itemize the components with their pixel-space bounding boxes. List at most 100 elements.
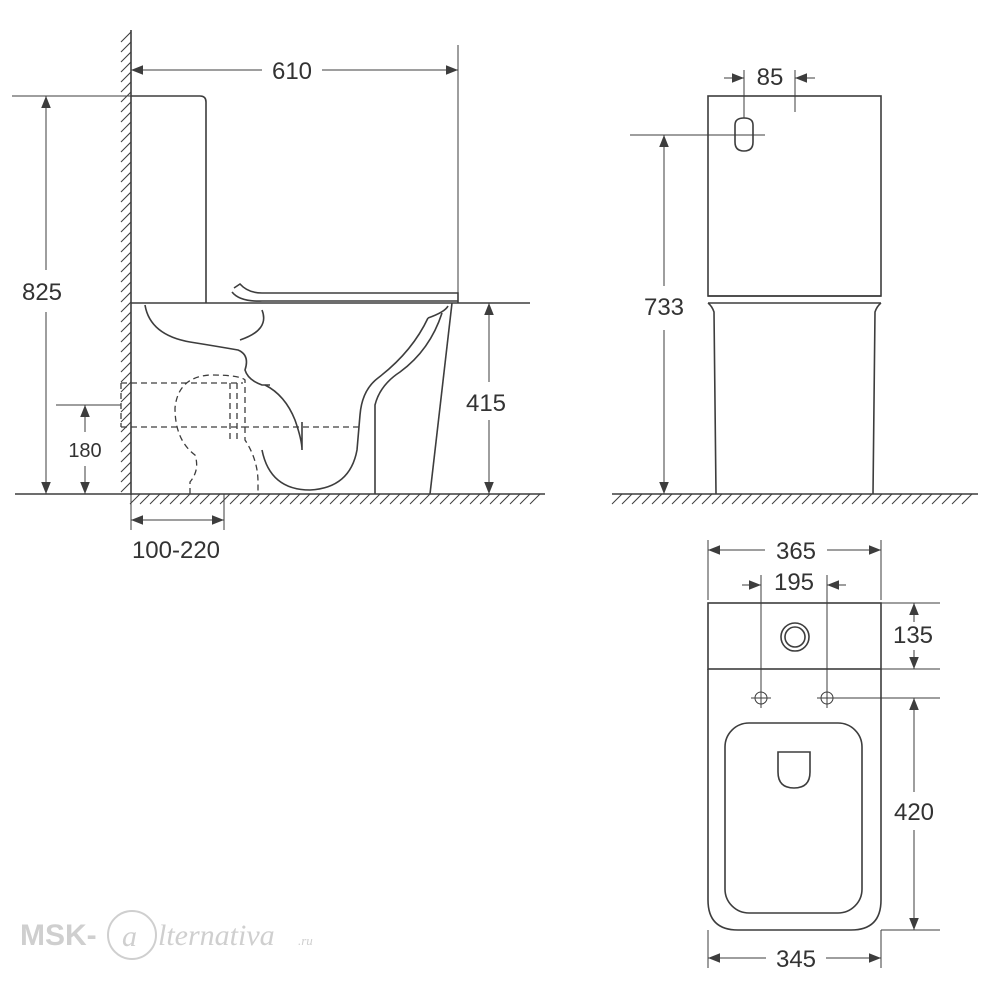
hatch-stroke bbox=[439, 493, 451, 505]
hatch-stroke bbox=[791, 493, 803, 505]
watermark-suffix: .ru bbox=[298, 933, 313, 948]
dim-total-height: 825 bbox=[22, 279, 62, 306]
hatch-stroke bbox=[120, 171, 132, 183]
hatch-stroke bbox=[120, 231, 132, 243]
hatch-stroke bbox=[801, 493, 813, 505]
hatch-stroke bbox=[851, 493, 863, 505]
hatch-stroke bbox=[661, 493, 673, 505]
hatch-stroke bbox=[449, 493, 461, 505]
hatch-stroke bbox=[120, 181, 132, 193]
hatch-stroke bbox=[120, 101, 132, 113]
tank-top bbox=[707, 602, 882, 670]
hatch-stroke bbox=[419, 493, 431, 505]
hatch-stroke bbox=[681, 493, 693, 505]
hatch-stroke bbox=[761, 493, 773, 505]
tank-outline bbox=[131, 95, 207, 303]
tank-outline bbox=[707, 95, 882, 297]
hatch-stroke bbox=[120, 401, 132, 413]
hatch-stroke bbox=[671, 493, 683, 505]
lid-outline bbox=[233, 282, 459, 303]
hatch-stroke bbox=[269, 493, 281, 505]
hatch-stroke bbox=[120, 91, 132, 103]
hatch-stroke bbox=[120, 271, 132, 283]
hatch-stroke bbox=[941, 493, 953, 505]
hatch-stroke bbox=[120, 81, 132, 93]
hatch-stroke bbox=[120, 261, 132, 273]
seat-line bbox=[231, 291, 458, 302]
hatch-stroke bbox=[120, 221, 132, 233]
hatch-stroke bbox=[120, 381, 132, 393]
hatch-stroke bbox=[329, 493, 341, 505]
bowl-interior bbox=[261, 317, 429, 491]
hatch-stroke bbox=[169, 493, 181, 505]
hatch-stroke bbox=[841, 493, 853, 505]
hatch-stroke bbox=[911, 493, 923, 505]
hatch-stroke bbox=[120, 431, 132, 443]
watermark-at-ring bbox=[107, 910, 157, 960]
hatch-stroke bbox=[120, 71, 132, 83]
hatch-stroke bbox=[409, 493, 421, 505]
hatch-stroke bbox=[120, 331, 132, 343]
dim-total-depth: 610 bbox=[272, 58, 312, 85]
hatch-stroke bbox=[120, 211, 132, 223]
hatch-stroke bbox=[489, 493, 501, 505]
hatch-stroke bbox=[651, 493, 663, 505]
hatch-stroke bbox=[120, 441, 132, 453]
hatch-stroke bbox=[379, 493, 391, 505]
hatch-stroke bbox=[189, 493, 201, 505]
flush-button-inner bbox=[784, 626, 806, 648]
dim-inlet-offset: 85 bbox=[757, 64, 784, 91]
dim-side-height: 733 bbox=[644, 294, 684, 321]
hatch-stroke bbox=[120, 251, 132, 263]
hatch-stroke bbox=[389, 493, 401, 505]
hatch-stroke bbox=[781, 493, 793, 505]
dim-outlet-height: 180 bbox=[68, 440, 101, 462]
hatch-stroke bbox=[139, 493, 151, 505]
hatch-stroke bbox=[691, 493, 703, 505]
hatch-stroke bbox=[831, 493, 843, 505]
hatch-stroke bbox=[289, 493, 301, 505]
trap-upper bbox=[144, 304, 270, 386]
hatch-stroke bbox=[129, 493, 141, 505]
rim-lip bbox=[427, 305, 449, 319]
hatch-stroke bbox=[120, 341, 132, 353]
drain-outline bbox=[777, 751, 811, 789]
hatch-stroke bbox=[891, 493, 903, 505]
hatch-stroke bbox=[120, 281, 132, 293]
hatch-stroke bbox=[120, 241, 132, 253]
floor-hatch bbox=[611, 493, 973, 505]
hatch-stroke bbox=[771, 493, 783, 505]
hatch-stroke bbox=[219, 493, 231, 505]
hatch-stroke bbox=[120, 191, 132, 203]
hatch-stroke bbox=[229, 493, 241, 505]
bowl-inner-front bbox=[374, 312, 443, 494]
hatch-stroke bbox=[399, 493, 411, 505]
hatch-stroke bbox=[901, 493, 913, 505]
fixing-point-right bbox=[817, 688, 837, 708]
watermark-logo: MSK- a lternativa .ru bbox=[20, 910, 313, 960]
hatch-stroke bbox=[509, 493, 521, 505]
hatch-stroke bbox=[951, 493, 963, 505]
hatch-stroke bbox=[741, 493, 753, 505]
hatch-stroke bbox=[120, 61, 132, 73]
hatch-stroke bbox=[349, 493, 361, 505]
trap-weir bbox=[264, 384, 303, 451]
hatch-stroke bbox=[711, 493, 723, 505]
seat-opening bbox=[724, 722, 863, 914]
hatch-stroke bbox=[120, 161, 132, 173]
hatch-stroke bbox=[861, 493, 873, 505]
trap-flush bbox=[239, 309, 265, 341]
hatch-stroke bbox=[120, 111, 132, 123]
hatch-stroke bbox=[611, 493, 623, 505]
hatch-stroke bbox=[259, 493, 271, 505]
bowl-outer bbox=[707, 669, 882, 931]
side-view: 610 825 415 180 100-220 bbox=[12, 30, 545, 564]
top-view: 365 195 135 bbox=[707, 538, 940, 973]
hatch-stroke bbox=[120, 121, 132, 133]
hatch-stroke bbox=[479, 493, 491, 505]
hatch-stroke bbox=[209, 493, 221, 505]
hatch-stroke bbox=[149, 493, 161, 505]
hatch-stroke bbox=[309, 493, 321, 505]
wall-hatch bbox=[120, 31, 132, 493]
